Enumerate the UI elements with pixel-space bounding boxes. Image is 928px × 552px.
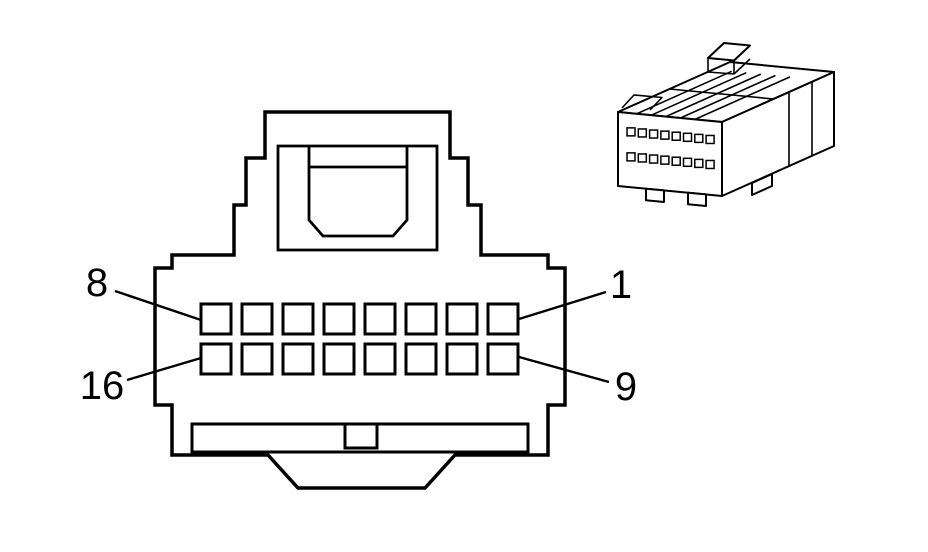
terminal-cell-3d <box>660 155 670 165</box>
terminal-cell-3d <box>682 132 693 143</box>
pin-cell <box>363 302 397 336</box>
terminal-cell-3d <box>705 159 715 170</box>
terminal-cell-3d <box>648 129 659 139</box>
terminal-cell-3d <box>671 156 681 166</box>
terminal-cell-3d <box>637 153 648 163</box>
pin-callouts: 8 1 16 9 <box>80 261 637 409</box>
pin-cell <box>486 302 520 336</box>
terminal-cell-3d <box>660 130 670 140</box>
terminal-cell-3d <box>626 152 636 162</box>
connector-3d-view <box>617 42 835 207</box>
pin-label-8: 8 <box>86 261 108 305</box>
terminal-grid-3d <box>626 127 715 170</box>
pin-cell <box>404 302 438 336</box>
leader-line-pin9 <box>518 355 610 384</box>
pin-label-9: 9 <box>615 365 637 409</box>
pin-cell <box>240 302 274 336</box>
pin-cell <box>240 342 274 376</box>
pin-cell <box>322 342 356 376</box>
terminal-cell-3d <box>637 128 648 138</box>
bottom-keyway <box>190 422 530 454</box>
pin-label-1: 1 <box>610 263 632 307</box>
terminal-cell-3d <box>694 158 704 169</box>
pin-cell <box>363 342 397 376</box>
pin-cell <box>281 302 315 336</box>
terminal-cell-3d <box>671 131 681 141</box>
pin-cell <box>322 302 356 336</box>
terminal-cell-3d <box>694 133 704 144</box>
latch-block-top <box>707 42 751 62</box>
front-corner-step <box>621 94 663 111</box>
latch-channel <box>307 146 409 238</box>
latch-tower-details <box>276 144 439 252</box>
pin-cell <box>404 342 438 376</box>
connector-outline <box>153 110 567 490</box>
leader-line-pin16 <box>126 356 202 382</box>
leader-line-pin8 <box>114 289 202 322</box>
mounting-feet <box>645 173 773 207</box>
terminal-cell-3d <box>648 154 659 164</box>
terminal-cell-3d <box>626 127 636 137</box>
pin-cell <box>445 342 479 376</box>
connector-face-view <box>153 110 567 490</box>
side-face-grooves <box>788 81 813 166</box>
pin-cell <box>445 302 479 336</box>
top-latch-block <box>707 42 751 75</box>
keyway-center-tab <box>343 422 379 450</box>
pin-cell <box>486 342 520 376</box>
terminal-cell-3d <box>682 157 693 168</box>
pin-grid <box>199 302 520 376</box>
latch-inner-frame <box>276 144 439 252</box>
pin-cell <box>199 342 233 376</box>
leader-line-pin1 <box>518 290 607 321</box>
pin-cell <box>281 342 315 376</box>
terminal-cell-3d <box>705 134 715 145</box>
pin-cell <box>199 302 233 336</box>
pin-label-16: 16 <box>80 364 125 408</box>
